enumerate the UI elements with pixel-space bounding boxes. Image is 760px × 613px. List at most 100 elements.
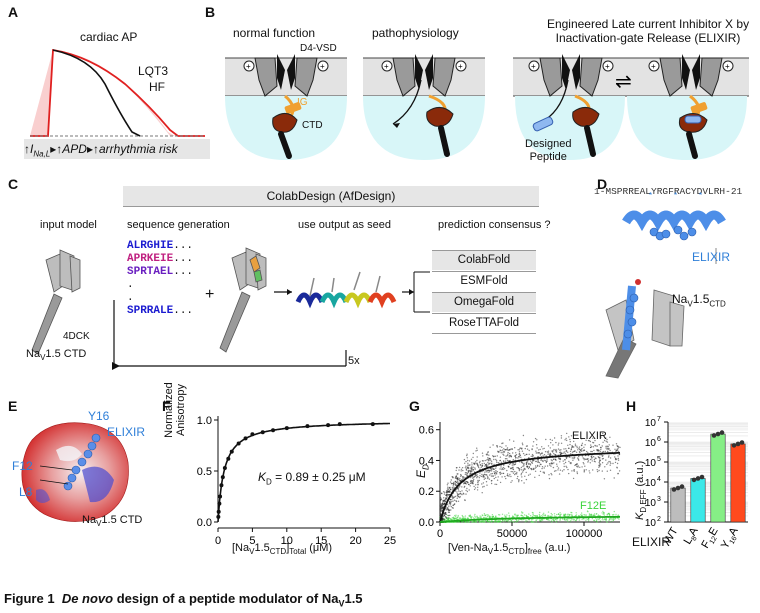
lqt3-label: LQT3: [138, 64, 169, 78]
chart-g-data-point: [487, 477, 489, 480]
chart-g-data-point: [490, 470, 493, 472]
chart-g-data-point: [485, 464, 487, 466]
chart-g-data-point: [610, 520, 613, 523]
chart-g-y-tick-label: 0.4: [419, 455, 434, 467]
chart-g-data-point: [592, 446, 595, 448]
chart-g-data-point: [508, 463, 511, 465]
chart-g-data-point: [615, 443, 618, 445]
chart-h-x-tick-end: A: [687, 525, 701, 538]
chart-h-y-tick-exponent: 4: [657, 476, 661, 483]
chart-g-data-point: [467, 481, 469, 484]
chart-g-data-point: [527, 474, 530, 476]
chart-g-data-point: [442, 503, 445, 506]
chart-h-y-tick-label: 10: [645, 418, 657, 429]
chart-g-data-point: [472, 480, 474, 482]
chart-g-data-point: [526, 465, 528, 467]
chart-g-data-point: [576, 472, 579, 475]
chart-g-data-point: [598, 465, 601, 467]
chart-g-data-point: [493, 468, 495, 470]
chart-g-data-point: [456, 517, 458, 519]
chart-g-data-point: [589, 440, 592, 443]
chart-g-data-point: [603, 439, 606, 442]
chart-g-data-point: [496, 455, 498, 457]
chart-g-data-point: [475, 461, 477, 463]
chart-g-data-point: [591, 450, 593, 453]
chart-h-x-tick-sub: 12: [709, 535, 719, 545]
chart-g-data-point: [486, 484, 488, 486]
chart-g-data-point: [550, 442, 552, 444]
chart-g-data-point: [562, 460, 564, 462]
chart-g-data-point: [499, 445, 501, 448]
chart-g-data-point: [570, 511, 572, 514]
chart-g-data-point: [528, 466, 530, 468]
chart-g-data-point: [552, 450, 554, 452]
chart-g-data-point: [468, 489, 470, 491]
chart-g-data-point: [593, 519, 595, 522]
chart-g-data-point: [462, 469, 464, 472]
chart-g-data-point: [461, 490, 463, 492]
chart-g-data-point: [553, 462, 555, 464]
chart-g-data-point: [446, 508, 448, 511]
chart-g-data-point: [494, 517, 496, 519]
chart-g-data-point: [447, 517, 449, 519]
chart-g-data-point: [449, 500, 451, 503]
chart-g-data-point: [499, 473, 502, 475]
chart-g-data-point: [516, 477, 518, 480]
chart-g-data-point: [556, 518, 558, 520]
chart-g-data-point: [490, 482, 493, 485]
chart-g-data-point: [447, 482, 449, 484]
chart-g-data-point: [583, 459, 585, 461]
chart-g-data-point: [572, 477, 575, 480]
chart-g-data-point: [495, 470, 497, 472]
chart-g-data-point: [541, 452, 543, 455]
chart-g-data-point: [465, 489, 467, 492]
chart-g-data-point: [514, 470, 516, 473]
chart-f-data-point: [216, 514, 221, 519]
chart-f-data-point: [217, 501, 222, 506]
chart-g-data-point: [448, 509, 451, 512]
chart-g-data-point: [583, 463, 585, 465]
chart-g-data-point: [448, 491, 450, 493]
chart-g-data-point: [514, 521, 517, 523]
chart-g-data-point: [529, 473, 531, 475]
chart-g-data-point: [569, 438, 571, 441]
chart-g-data-point: [515, 454, 518, 456]
chart-g-data-point: [507, 451, 509, 454]
chart-g-data-point: [618, 470, 621, 472]
chart-g-data-point: [596, 469, 598, 471]
chart-h-x-tick-label: F12E: [699, 526, 722, 552]
chart-g-data-point: [473, 485, 475, 488]
chart-g-data-point: [493, 477, 495, 480]
chart-g-data-point: [508, 456, 510, 458]
chart-h-replicate-point: [711, 433, 717, 438]
panel-c-graphics: [31, 247, 430, 370]
elixir-helix-top: [622, 210, 726, 232]
chart-g-data-point: [444, 499, 446, 501]
chart-g-data-point: [451, 482, 453, 485]
chart-g-data-point: [547, 453, 549, 455]
chart-g-data-point: [512, 471, 514, 473]
chart-g-data-point: [498, 472, 501, 474]
chart-g-data-point: [471, 462, 473, 464]
chart-g-data-point: [512, 459, 514, 461]
chart-g-data-point: [546, 458, 548, 460]
chart-g-data-point: [566, 519, 569, 521]
chart-g-data-point: [599, 459, 601, 461]
chart-g-data-point: [475, 450, 477, 452]
chart-g-data-point: [532, 468, 534, 471]
chart-g-data-point: [547, 515, 549, 517]
chart-g-data-point: [499, 481, 502, 484]
chart-g-data-point: [544, 514, 547, 517]
chart-g-data-point: [577, 465, 579, 467]
chart-g-data-point: [447, 518, 449, 521]
chart-g-data-point: [515, 462, 517, 464]
chart-g-data-point: [445, 517, 448, 519]
chart-g-data-point: [449, 502, 451, 504]
chart-g-data-point: [558, 458, 560, 460]
chart-g-data-point: [584, 465, 586, 467]
chart-g-data-point: [472, 482, 474, 484]
chart-h-replicate-point: [735, 441, 741, 447]
chart-f-data-point: [216, 509, 221, 514]
chart-g-data-point: [599, 458, 601, 460]
chart-g-data-point: [585, 469, 587, 471]
